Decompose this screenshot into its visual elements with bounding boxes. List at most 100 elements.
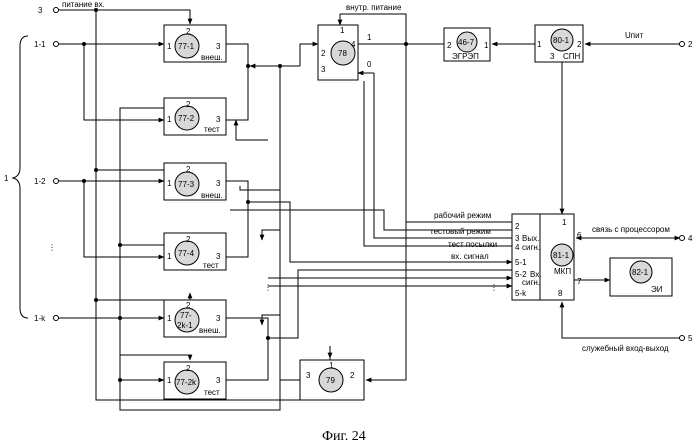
wire-service-io: [562, 302, 680, 338]
terminal-2: [680, 42, 685, 47]
svg-text:2: 2: [577, 40, 582, 49]
svg-text:1: 1: [167, 115, 172, 124]
svg-text:тест: тест: [204, 388, 220, 397]
terminal-4: [680, 236, 685, 241]
svg-text:2: 2: [186, 100, 191, 109]
input-1-k-label: 1-k: [34, 314, 46, 323]
in-signal-label: вх. сигнал: [451, 252, 489, 261]
svg-text:7: 7: [577, 277, 582, 286]
svg-text:77-4: 77-4: [178, 249, 195, 258]
input-group-label: 1: [4, 174, 9, 183]
svg-text:79: 79: [326, 376, 335, 385]
svg-text:77-3: 77-3: [178, 180, 195, 189]
svg-text:2: 2: [350, 371, 355, 380]
svg-text:77-2k: 77-2k: [176, 378, 197, 387]
svg-text:78: 78: [338, 49, 347, 58]
input-ellipsis: ⋮: [48, 243, 56, 252]
internal-power-label: внутр. питание: [346, 3, 402, 12]
svg-text:внеш.: внеш.: [201, 191, 223, 200]
svg-text:2: 2: [186, 27, 191, 36]
svg-text:6: 6: [577, 231, 582, 240]
terminal-1-k: [54, 316, 59, 321]
svg-text:2k-1: 2k-1: [177, 321, 193, 330]
svg-text:ЭГРЭП: ЭГРЭП: [452, 52, 479, 61]
svg-text:1: 1: [340, 26, 345, 35]
test-mode-label: тестовый режим: [430, 227, 491, 236]
input-1-1-label: 1-1: [34, 40, 46, 49]
svg-text:1: 1: [167, 314, 172, 323]
svg-text:3: 3: [216, 115, 221, 124]
figure-caption: Фиг. 24: [322, 429, 366, 444]
svg-text:тест: тест: [204, 125, 220, 134]
block-82-1: 82-1 ЭИ: [610, 258, 672, 296]
svg-text:3: 3: [321, 65, 326, 74]
block-46-7: 46-7 2 1 ЭГРЭП: [444, 28, 490, 61]
svg-text:2: 2: [321, 49, 326, 58]
svg-text:1: 1: [537, 40, 542, 49]
block-77-2: 77-2 2 1 3 тест: [164, 98, 226, 135]
block-77-4: 77-4 2 1 3 тест: [164, 233, 226, 270]
svg-text:77-: 77-: [180, 311, 192, 320]
svg-text:⋮: ⋮: [490, 283, 498, 292]
svg-text:1: 1: [167, 42, 172, 51]
svg-text:1: 1: [167, 376, 172, 385]
svg-text:82-1: 82-1: [632, 268, 649, 277]
svg-text:3: 3: [515, 234, 520, 243]
terminal-5: [680, 336, 685, 341]
svg-text:4: 4: [351, 40, 356, 49]
svg-text:2: 2: [186, 301, 191, 310]
block-77-2k-1: 77- 2k-1 2 1 3 внеш.: [164, 300, 226, 337]
svg-text:77-2: 77-2: [178, 114, 195, 123]
svg-text:8: 8: [558, 289, 563, 298]
wire-in-1-k-b: [120, 318, 164, 380]
svg-text:3: 3: [216, 376, 221, 385]
block-77-2k: 77-2k 2 1 3 тест: [164, 362, 226, 399]
input-group-brace: [13, 36, 28, 318]
svg-text:2: 2: [186, 165, 191, 174]
wire-power-bus: [96, 10, 330, 400]
terminal-1-1: [54, 42, 59, 47]
svg-text:0: 0: [367, 60, 372, 69]
u-pit-label: Uпит: [625, 31, 644, 40]
svg-text:3: 3: [550, 52, 555, 61]
svg-text:МКП: МКП: [554, 267, 571, 276]
svg-text:⋮: ⋮: [264, 283, 272, 292]
power-input-label: питание вх.: [62, 0, 105, 9]
svg-text:80-1: 80-1: [553, 36, 570, 45]
svg-text:СПН: СПН: [563, 52, 581, 61]
svg-text:4: 4: [688, 234, 693, 243]
svg-text:3: 3: [306, 371, 311, 380]
svg-text:4: 4: [515, 243, 520, 252]
wire-power-77-1: [58, 10, 190, 24]
svg-text:1: 1: [167, 252, 172, 261]
svg-text:5-k: 5-k: [515, 289, 527, 298]
terminal-3: [54, 8, 59, 13]
svg-text:2: 2: [688, 40, 693, 49]
svg-text:тест: тест: [203, 261, 219, 270]
svg-text:2: 2: [186, 235, 191, 244]
svg-text:3: 3: [216, 252, 221, 261]
processor-link-label: связь с процессором: [592, 225, 670, 234]
wire-to-78-pin2: [300, 44, 318, 66]
terminal-3-label: 3: [38, 6, 43, 15]
block-79: 79 1 3 2: [300, 360, 364, 400]
test-packets-label: тест посылки: [448, 240, 497, 249]
svg-text:3: 3: [216, 179, 221, 188]
svg-text:сигн.: сигн.: [522, 243, 540, 252]
block-81-1: 81-1 МКП 1 2 3 Вых. 4 сигн. 5-1 5-2 Вх. …: [512, 214, 582, 300]
svg-text:внеш.: внеш.: [201, 53, 223, 62]
svg-text:46-7: 46-7: [458, 38, 475, 47]
svg-text:77-1: 77-1: [178, 42, 195, 51]
block-77-1: 77-1 2 1 3 внеш.: [164, 25, 226, 62]
svg-text:внеш.: внеш.: [199, 326, 221, 335]
service-io-label: служебный вход-выход: [582, 344, 669, 353]
svg-text:5-1: 5-1: [515, 258, 527, 267]
block-77-3: 77-3 2 1 3 внеш.: [164, 163, 226, 200]
svg-text:2: 2: [186, 364, 191, 373]
block-80-1: 80-1 1 2 3 СПН: [535, 25, 583, 62]
input-1-2-label: 1-2: [34, 177, 46, 186]
svg-text:1: 1: [367, 33, 372, 42]
svg-text:81-1: 81-1: [553, 251, 570, 260]
svg-text:3: 3: [216, 42, 221, 51]
